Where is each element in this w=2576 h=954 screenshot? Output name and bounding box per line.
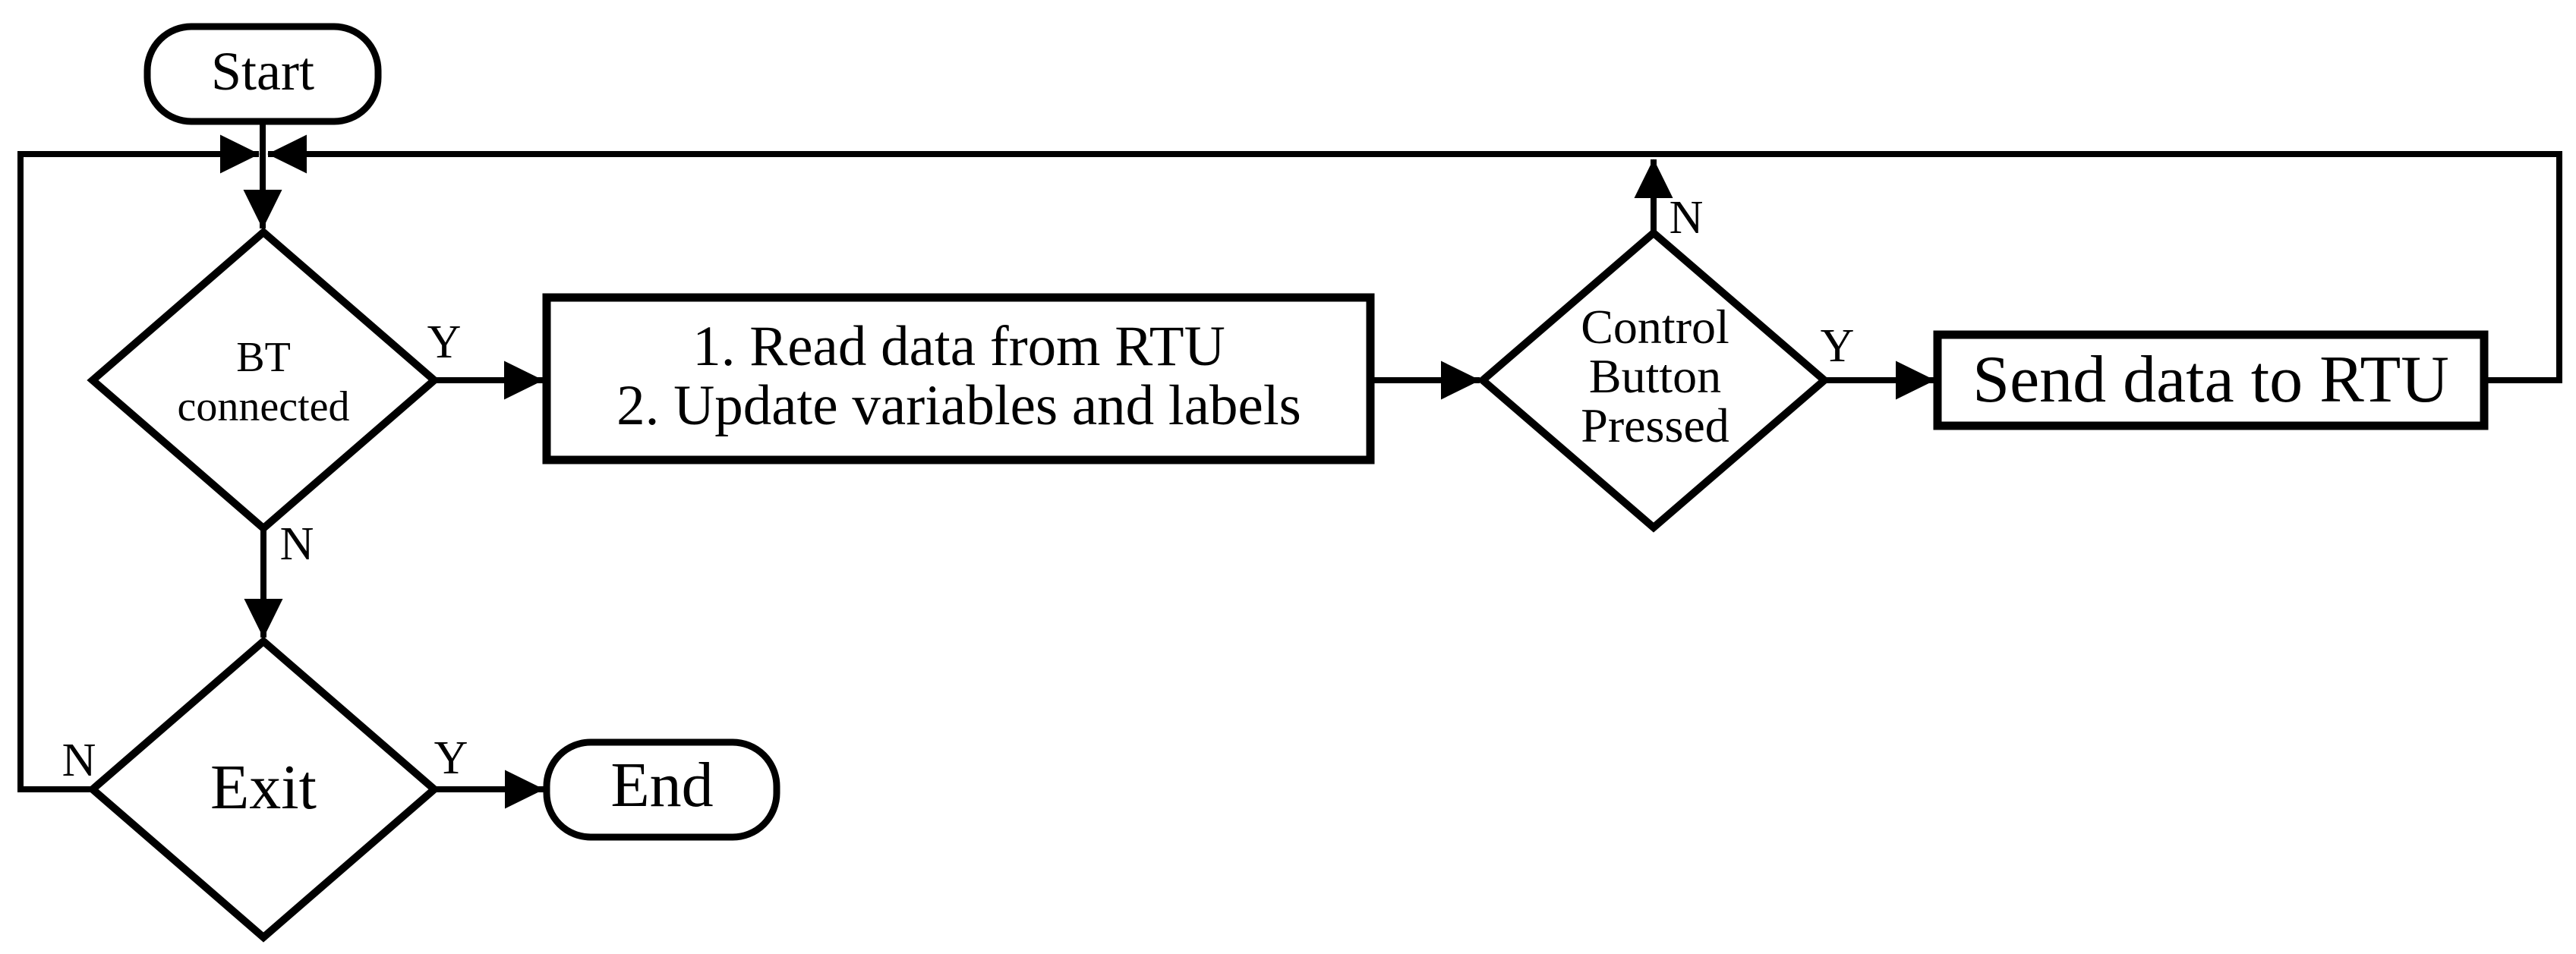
bt-connected-label-line2: connected [178, 383, 350, 430]
exit-yes-label: Y [434, 732, 468, 784]
start-label: Start [211, 41, 314, 102]
end-label: End [610, 750, 713, 820]
control-button-label-line1: Control [1581, 300, 1729, 354]
read-update-label-line1: 1. Read data from RTU [692, 315, 1225, 378]
control-no-label: N [1670, 192, 1704, 244]
end-node [543, 738, 780, 841]
control-button-label-line2: Button [1589, 349, 1721, 403]
bt-connected-decision [87, 227, 440, 534]
exit-label: Exit [210, 752, 317, 823]
control-button-decision [1477, 228, 1830, 533]
control-yes-label: Y [1821, 320, 1855, 372]
start-node [143, 23, 382, 125]
edge-send-return-loop [267, 134, 2562, 383]
bt-no-label: N [280, 518, 314, 570]
bt-connected-label-line1: BT [236, 334, 291, 381]
exit-decision [87, 636, 440, 943]
exit-no-label: N [62, 735, 96, 786]
send-data-process [1933, 330, 2489, 430]
read-update-process [542, 293, 1375, 464]
bt-yes-label: Y [427, 316, 462, 368]
control-button-label-line3: Pressed [1581, 398, 1729, 452]
edge-exit-no-loop [17, 134, 260, 792]
send-data-label: Send data to RTU [1972, 343, 2449, 417]
read-update-label-line2: 2. Update variables and labels [616, 374, 1301, 437]
